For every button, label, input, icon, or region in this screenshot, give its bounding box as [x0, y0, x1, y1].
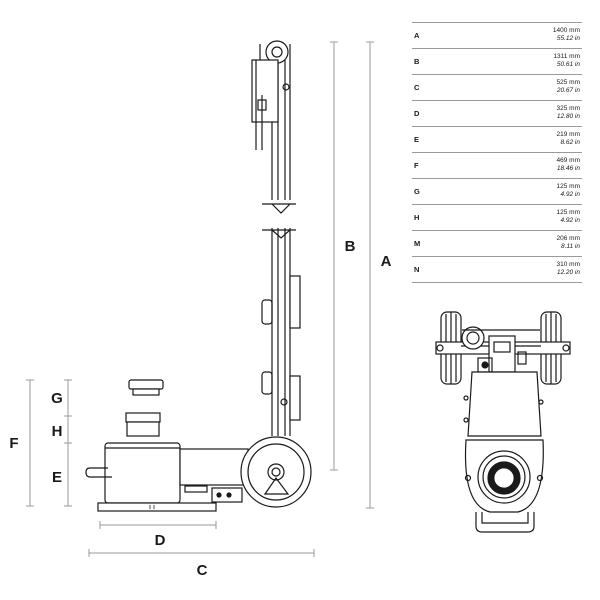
saddle-neck [132, 388, 160, 396]
spec-mm: 525 mm [556, 79, 580, 86]
spec-inch: 4.92 in [560, 191, 580, 198]
jack-rear-view [435, 311, 571, 533]
spec-mm: 1311 mm [553, 53, 580, 60]
main-wheel [240, 436, 312, 508]
spec-letter: E [414, 135, 420, 144]
saddle-top [128, 379, 164, 390]
upper-side-panel [289, 275, 301, 329]
spec-mm: 1400 mm [552, 27, 580, 34]
lock-pin [282, 83, 290, 91]
pump-housing [179, 448, 249, 486]
spec-mm: 325 mm [556, 105, 580, 112]
bolt [216, 492, 222, 498]
lower-clamp [261, 371, 273, 395]
spec-mm: 219 mm [556, 131, 580, 138]
spec-mm: 310 mm [556, 261, 580, 268]
pump-wheel [461, 326, 485, 350]
spec-letter: B [414, 57, 420, 66]
spec-mm: 125 mm [556, 183, 580, 190]
lower-side-panel [289, 375, 301, 421]
spec-inch: 20.67 in [556, 87, 580, 94]
bolt [226, 492, 232, 498]
spec-letter: G [414, 187, 420, 196]
spec-inch: 8.11 in [560, 243, 580, 250]
carry-handle [85, 467, 112, 478]
spec-letter: C [414, 83, 420, 92]
spec-letter: F [414, 161, 419, 170]
spec-letter: N [414, 265, 420, 274]
spec-letter: H [414, 213, 420, 222]
spec-letter: D [414, 109, 420, 118]
base-plate [97, 502, 217, 512]
spec-inch: 4.92 in [560, 217, 580, 224]
dim-label-e: E [52, 469, 62, 486]
valve-block [488, 335, 516, 373]
spec-inch: 12.20 in [556, 269, 580, 276]
dim-label-a: A [381, 253, 392, 270]
dim-label-h: H [52, 423, 63, 440]
jack-side-view [85, 40, 312, 512]
spec-inch: 55.12 in [556, 35, 580, 42]
extension-piece [125, 412, 161, 423]
spec-inch: 18.46 in [556, 165, 580, 172]
cylinder-ring [477, 450, 531, 504]
break-mark-bottom [262, 229, 296, 239]
dim-label-g: G [51, 390, 63, 407]
spec-inch: 12.80 in [556, 113, 580, 120]
dimension-lines [26, 41, 374, 557]
cylinder-body [104, 442, 181, 504]
rear-body [467, 371, 542, 437]
spec-mm: 125 mm [556, 209, 580, 216]
upper-clamp [261, 299, 273, 325]
spec-inch: 50.61 in [556, 61, 580, 68]
spec-mm: 206 mm [556, 235, 580, 242]
dim-label-b: B [345, 238, 356, 255]
break-mark-top [262, 203, 296, 214]
ram [126, 421, 160, 437]
spec-inch: 8.62 in [560, 139, 580, 146]
spec-letter: M [414, 239, 421, 248]
spec-letter: A [414, 31, 420, 40]
dim-label-d: D [155, 532, 166, 549]
wheel-hub [267, 463, 285, 481]
dim-label-f: F [9, 435, 18, 452]
rear-handle [475, 512, 535, 533]
dim-label-c: C [197, 562, 208, 579]
spec-mm: 469 mm [556, 157, 580, 164]
